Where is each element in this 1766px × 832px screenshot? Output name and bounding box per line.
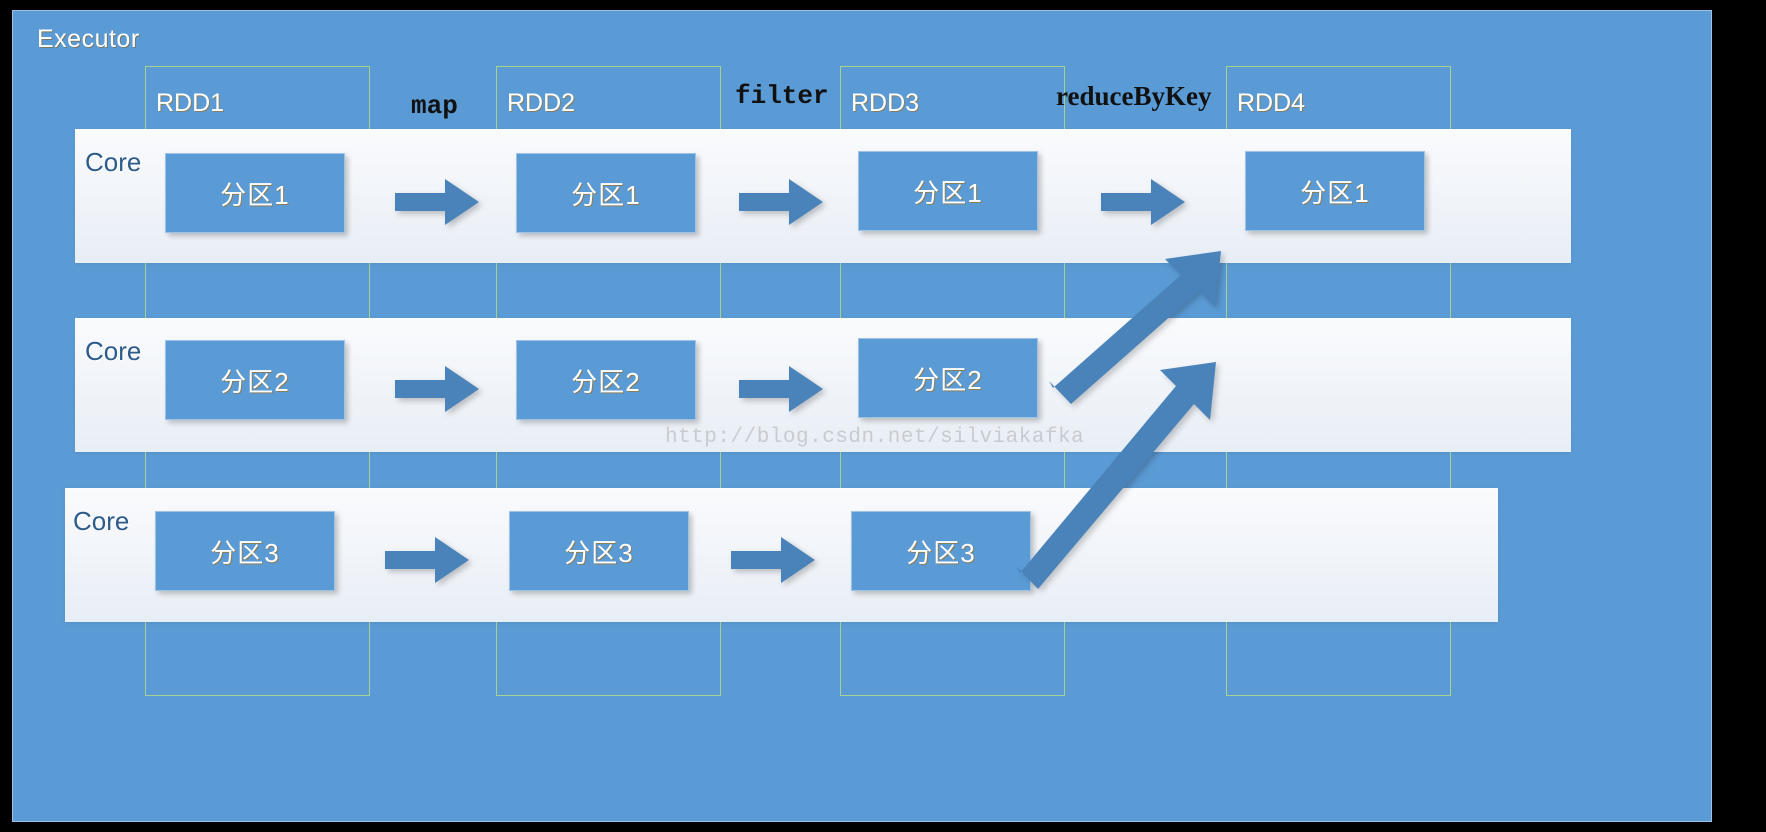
partition-rdd2-p2: 分区2 — [516, 340, 696, 420]
partition-rdd2-p3: 分区3 — [509, 511, 689, 591]
shuffle-arrow-from-p3 — [1016, 362, 1216, 589]
core-label-2: Core — [85, 336, 142, 366]
partition-rdd1-p3: 分区3 — [155, 511, 335, 591]
rdd-label-rdd4: RDD4 — [1237, 89, 1306, 117]
shuffle-arrow-from-p2 — [1049, 251, 1221, 404]
op-label-filter: filter — [735, 81, 829, 111]
executor-title: Executor — [37, 25, 140, 53]
arrow-filter-row3 — [731, 537, 815, 583]
op-label-map: map — [411, 91, 458, 121]
partition-rdd3-p1: 分区1 — [858, 151, 1038, 231]
partition-rdd1-p2: 分区2 — [165, 340, 345, 420]
core-label-1: Core — [85, 147, 142, 177]
partition-rdd2-p1: 分区1 — [516, 153, 696, 233]
arrow-map-row1 — [395, 179, 479, 225]
rdd-label-rdd3: RDD3 — [851, 89, 920, 117]
core-label-3: Core — [73, 506, 130, 536]
arrow-map-row2 — [395, 366, 479, 412]
arrow-map-row3 — [385, 537, 469, 583]
arrow-filter-row2 — [739, 366, 823, 412]
watermark-text: http://blog.csdn.net/silviakafka — [665, 426, 1085, 449]
partition-rdd1-p1: 分区1 — [165, 153, 345, 233]
partition-rdd3-p3: 分区3 — [851, 511, 1031, 591]
partition-rdd4-p1: 分区1 — [1245, 151, 1425, 231]
rdd-label-rdd1: RDD1 — [156, 89, 225, 117]
rdd-label-rdd2: RDD2 — [507, 89, 576, 117]
arrow-filter-row1 — [739, 179, 823, 225]
executor-container: Executor RDD1 RDD2 RDD3 RDD4 Core Core C… — [12, 10, 1712, 822]
partition-rdd3-p2: 分区2 — [858, 338, 1038, 418]
op-label-reducebykey: reduceByKey — [1056, 81, 1212, 111]
arrow-reducebykey-row1 — [1101, 179, 1185, 225]
